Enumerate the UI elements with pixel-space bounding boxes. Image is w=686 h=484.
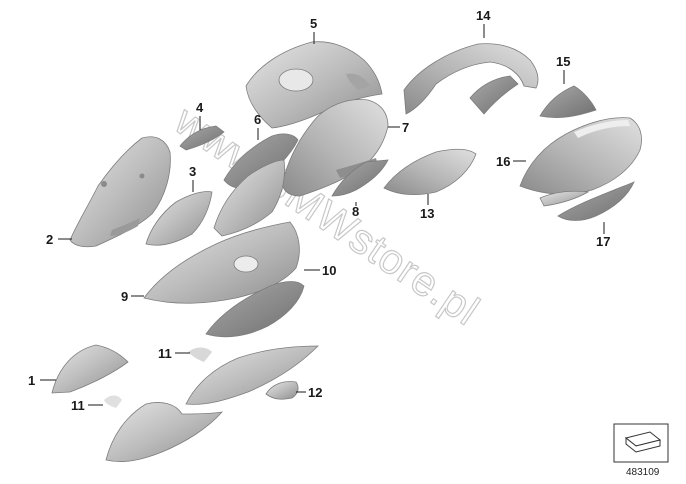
callout-11-lower: 11 (71, 398, 103, 413)
callout-label: 7 (402, 120, 409, 135)
callout-label: 10 (322, 263, 336, 278)
callout-15: 15 (556, 54, 570, 84)
callout-label: 17 (596, 234, 610, 249)
callout-5: 5 (310, 16, 317, 44)
part-4-trim[interactable] (179, 125, 225, 151)
callout-4: 4 (196, 100, 204, 130)
callout-label: 8 (352, 204, 359, 219)
callout-14: 14 (476, 8, 491, 38)
part-9-lower-panel[interactable] (143, 221, 300, 304)
part-1-visor[interactable] (51, 344, 129, 394)
callout-label: 11 (158, 346, 172, 361)
part-11-belly-fairing-lower[interactable] (104, 395, 224, 462)
part-16-top-case-lid[interactable] (519, 117, 642, 195)
callout-label: 1 (28, 373, 35, 388)
part-10-inner-panel[interactable] (205, 281, 305, 338)
callout-16: 16 (496, 154, 526, 169)
part-14-grab-handle[interactable] (403, 43, 539, 115)
callout-label: 15 (556, 54, 570, 69)
part-11-belly-fairing-upper[interactable] (185, 345, 319, 405)
part-8-bracket[interactable] (331, 159, 389, 197)
part-2-side-panel[interactable] (69, 136, 171, 248)
part-5-tank-cover[interactable] (245, 41, 383, 129)
callout-9: 9 (121, 289, 144, 304)
callout-label: 3 (189, 164, 196, 179)
part-15-small-panel[interactable] (539, 85, 597, 118)
callout-label: 11 (71, 398, 85, 413)
callout-label: 6 (254, 112, 261, 127)
part-3-cover[interactable] (145, 191, 213, 246)
callout-3: 3 (189, 164, 196, 192)
callout-1: 1 (28, 373, 56, 388)
callout-label: 12 (308, 385, 322, 400)
callout-label: 4 (196, 100, 204, 115)
callout-7: 7 (388, 120, 409, 135)
callout-label: 13 (420, 206, 434, 221)
part-12-cap[interactable] (265, 381, 299, 400)
callout-label: 14 (476, 8, 491, 23)
callout-12: 12 (296, 385, 322, 400)
callout-13: 13 (420, 194, 434, 221)
part-13-tail-piece[interactable] (383, 148, 477, 196)
callout-label: 16 (496, 154, 510, 169)
callout-17: 17 (596, 222, 610, 249)
callout-label: 2 (46, 232, 53, 247)
part-17-trim-strip[interactable] (539, 181, 635, 221)
callout-label: 9 (121, 289, 128, 304)
callout-8: 8 (352, 202, 359, 219)
nav-arrow-icon[interactable] (613, 423, 669, 463)
diagram-number: 483109 (626, 467, 660, 478)
callout-label: 5 (310, 16, 317, 31)
callout-2: 2 (46, 232, 72, 247)
callout-11-upper: 11 (158, 346, 190, 361)
callout-10: 10 (304, 263, 336, 278)
callout-6: 6 (254, 112, 261, 140)
